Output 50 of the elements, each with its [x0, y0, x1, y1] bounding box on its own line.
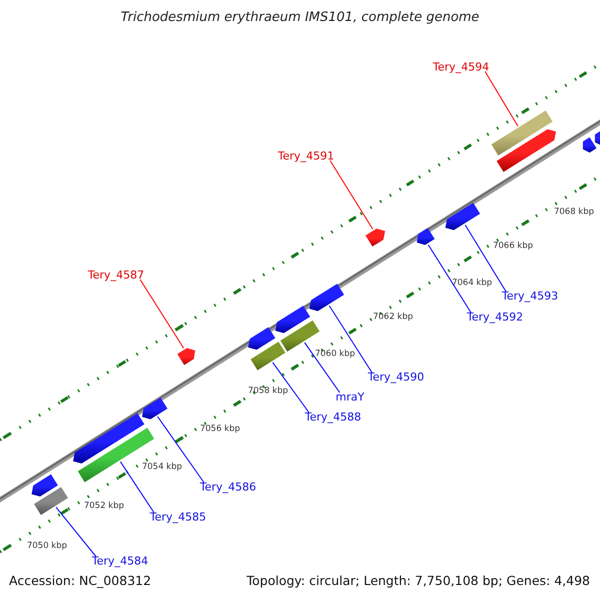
title: Trichodesmium erythraeum IMS101, complete genome	[120, 10, 480, 25]
gene-block	[416, 228, 435, 245]
leader-line	[428, 244, 472, 313]
gene-block	[445, 202, 480, 230]
gene-label: Tery_4586	[200, 480, 256, 494]
leader-line	[140, 279, 184, 349]
genome-info-text: Topology: circular; Length: 7,750,108 bp; Genes: 4,498	[246, 573, 590, 588]
gene-block	[32, 474, 58, 496]
leader-line	[304, 342, 340, 393]
leader-line	[464, 224, 506, 292]
leader-line	[272, 362, 310, 413]
gene-label: Tery_4591	[278, 150, 334, 162]
gene-label: Tery_4584	[92, 554, 148, 568]
gene-label: Tery_4592	[466, 310, 524, 324]
scale-label: 7064 kbp	[452, 278, 492, 288]
scale-label: 7058 kbp	[248, 386, 288, 396]
gene-label: Tery_4585	[150, 510, 206, 524]
gene-label: mraY	[336, 390, 364, 404]
leader-line	[56, 506, 96, 557]
scale-label: 7062 kbp	[372, 312, 414, 322]
gene-label: Tery_4594	[432, 60, 490, 74]
gene-block	[496, 129, 556, 172]
gene-block	[142, 398, 168, 420]
scale-label: 7068 kbp	[554, 207, 594, 217]
gene-block	[34, 487, 68, 515]
gene-block	[250, 342, 286, 370]
leader-line	[157, 416, 204, 483]
scale-label: 7066 kbp	[492, 241, 534, 251]
scale-label: 7052 kbp	[84, 501, 124, 511]
gene-label: Tery_4593	[502, 290, 558, 302]
gene-label: Tery_4588	[304, 410, 362, 424]
gene-block	[594, 130, 600, 146]
scale-label: 7054 kbp	[142, 462, 182, 472]
scale-label: 7050 kbp	[26, 541, 68, 551]
gene-block	[491, 110, 553, 156]
leader-line	[330, 160, 374, 230]
accession-text: Accession: NC_008312	[9, 573, 152, 588]
gene-block	[177, 348, 196, 365]
gene-label: Tery_4590	[368, 370, 424, 384]
gene-block	[366, 228, 386, 246]
gene-block	[73, 413, 144, 464]
leader-line	[328, 305, 372, 373]
scale-label: 7060 kbp	[314, 349, 356, 359]
leader-line	[484, 71, 518, 127]
leader-line	[120, 461, 154, 513]
gene-label: Tery_4587	[88, 268, 144, 282]
gene-block	[309, 284, 344, 312]
gene-block	[248, 327, 276, 350]
gene-block	[275, 306, 310, 334]
scale-label: 7056 kbp	[200, 424, 240, 434]
